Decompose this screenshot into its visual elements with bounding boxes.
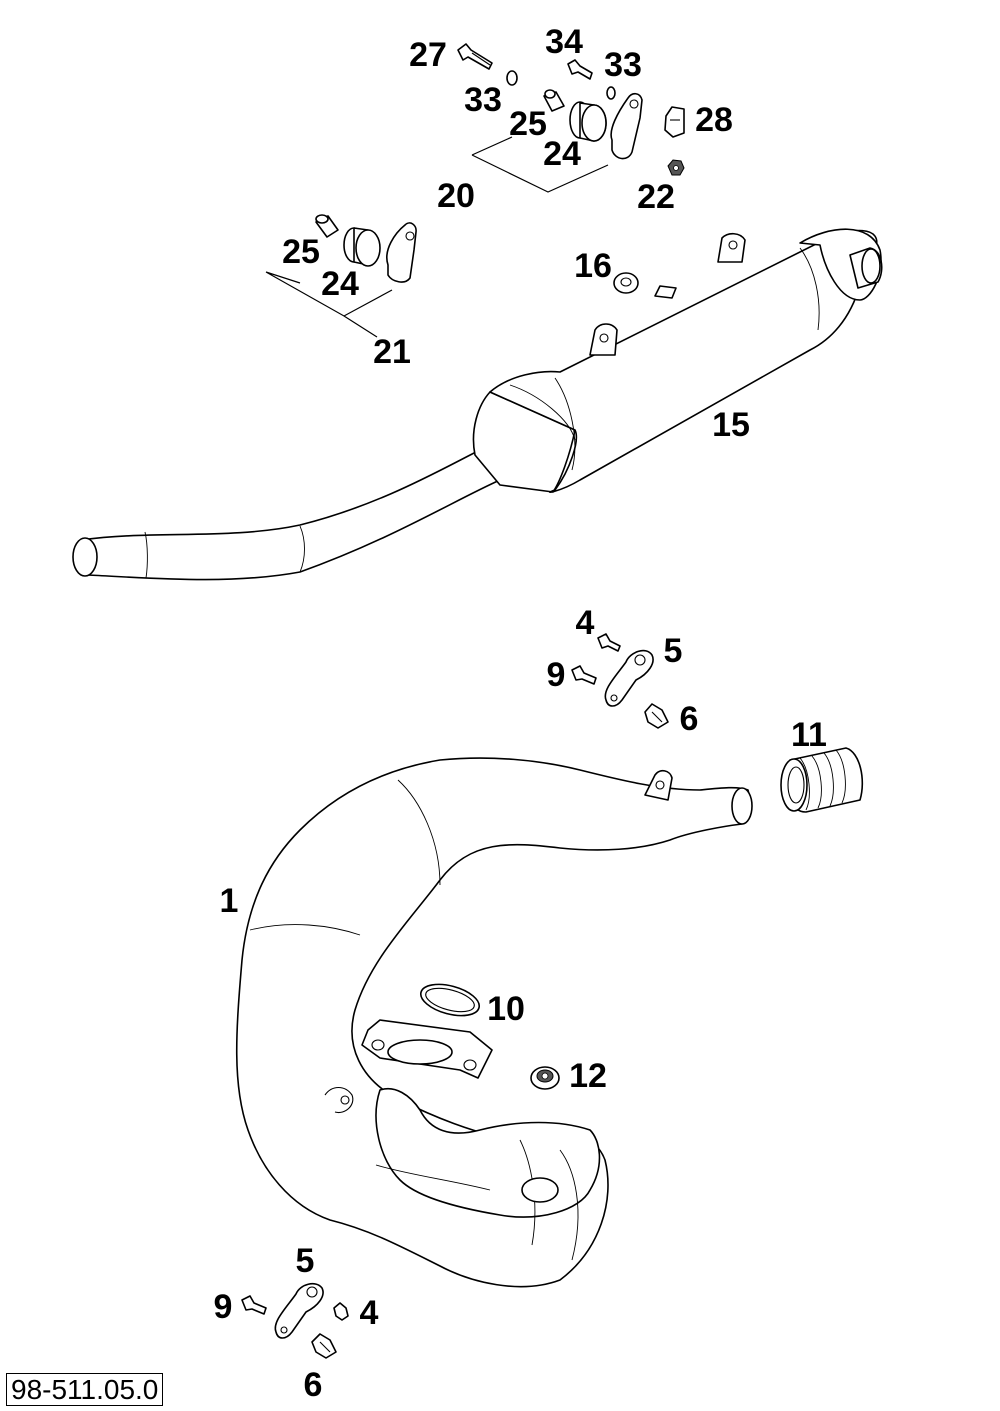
bolt-4b: [333, 1302, 349, 1321]
bracket-clamp-21: [386, 222, 417, 283]
callout-1: 1: [219, 882, 239, 920]
callout-5: 5: [295, 1242, 315, 1280]
callout-4: 4: [575, 604, 595, 642]
nut-12: [530, 1066, 560, 1090]
callout-33: 33: [464, 81, 502, 119]
callout-10: 10: [487, 990, 525, 1028]
callout-9: 9: [546, 656, 566, 694]
callout-9: 9: [213, 1288, 233, 1326]
washer-33b: [606, 86, 616, 100]
callout-6: 6: [679, 700, 699, 738]
coupling-sleeve-11: [780, 747, 864, 813]
callout-5: 5: [663, 632, 683, 670]
bolt-27: [457, 43, 493, 70]
exhaust-pipe-1: [235, 757, 753, 1288]
nut-22: [667, 159, 685, 176]
bolt-9b: [241, 1295, 267, 1315]
bracket-clamp-20: [610, 92, 643, 160]
callout-33: 33: [604, 46, 642, 84]
callout-4: 4: [359, 1294, 379, 1332]
callout-24: 24: [321, 265, 359, 303]
callout-16: 16: [574, 247, 612, 285]
bolt-4a: [597, 633, 621, 652]
bolt-34: [567, 59, 593, 80]
o-ring-10: [419, 983, 481, 1017]
bolt-9a: [571, 665, 597, 685]
grommet-16: [613, 272, 639, 294]
callout-15: 15: [712, 406, 750, 444]
callout-12: 12: [569, 1057, 607, 1095]
callout-22: 22: [637, 178, 675, 216]
callout-6: 6: [303, 1366, 323, 1404]
leader-21: [265, 271, 393, 338]
callout-25: 25: [282, 233, 320, 271]
clip-nut-6a: [644, 703, 669, 729]
leader-20: [471, 136, 609, 193]
rubber-bushing-24b: [343, 227, 381, 267]
silencer-15: [72, 228, 883, 581]
clip-nut-6b: [311, 1333, 337, 1359]
drawing-reference-number: 98-511.05.0: [6, 1373, 164, 1406]
callout-24: 24: [543, 135, 581, 173]
washer-33a: [506, 70, 518, 86]
callout-34: 34: [545, 23, 583, 61]
bracket-5b: [274, 1282, 324, 1339]
callout-28: 28: [695, 101, 733, 139]
callout-20: 20: [437, 177, 475, 215]
rubber-bushing-24a: [569, 101, 607, 142]
callout-25: 25: [509, 105, 547, 143]
callout-11: 11: [791, 716, 827, 754]
bracket-5a: [604, 649, 654, 707]
sleeve-25a: [543, 89, 565, 112]
callout-21: 21: [373, 333, 411, 371]
sleeve-25b: [315, 214, 339, 238]
clip-nut-28: [664, 106, 685, 138]
callout-27: 27: [409, 36, 447, 74]
